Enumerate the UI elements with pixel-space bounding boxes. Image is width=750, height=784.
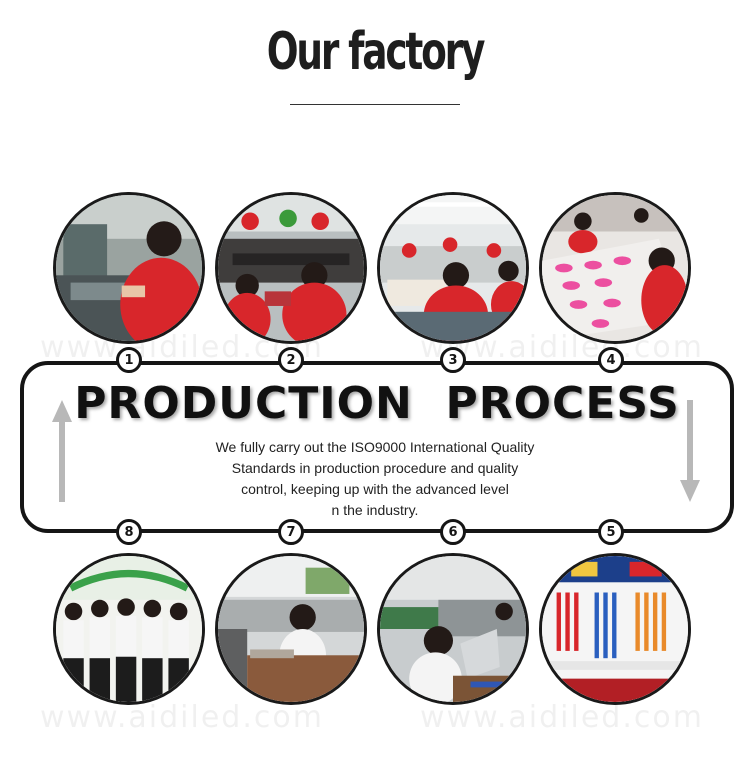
step-badge-7: 7 <box>278 519 304 545</box>
description-line: control, keeping up with the advanced le… <box>241 481 509 497</box>
step-badge-8: 8 <box>116 519 142 545</box>
step-5-photo <box>539 553 691 705</box>
watermark: www.aidiled.com <box>420 700 704 735</box>
page-title: Our factory <box>266 22 486 82</box>
step-badge-4: 4 <box>598 347 624 373</box>
watermark: www.aidiled.com <box>40 700 324 735</box>
step-badge-2: 2 <box>278 347 304 373</box>
step-badge-3: 3 <box>440 347 466 373</box>
arrow-up-icon <box>52 400 72 502</box>
step-badge-5: 5 <box>598 519 624 545</box>
description-line: n the industry. <box>331 502 419 518</box>
arrow-down-icon <box>680 400 700 502</box>
step-6-photo <box>377 553 529 705</box>
process-description: We fully carry out the ISO9000 Internati… <box>150 437 600 521</box>
step-4-photo <box>539 192 691 344</box>
step-7-photo <box>215 553 367 705</box>
description-line: Standards in production procedure and qu… <box>231 460 519 476</box>
process-headline: PRODUCTION PROCESS <box>74 378 680 429</box>
step-1-photo <box>53 192 205 344</box>
step-8-photo <box>53 553 205 705</box>
step-2-photo <box>215 192 367 344</box>
description-line: We fully carry out the ISO9000 Internati… <box>215 439 535 455</box>
step-3-photo <box>377 192 529 344</box>
step-badge-6: 6 <box>440 519 466 545</box>
title-underline <box>290 104 460 105</box>
process-frame <box>20 361 734 533</box>
step-badge-1: 1 <box>116 347 142 373</box>
